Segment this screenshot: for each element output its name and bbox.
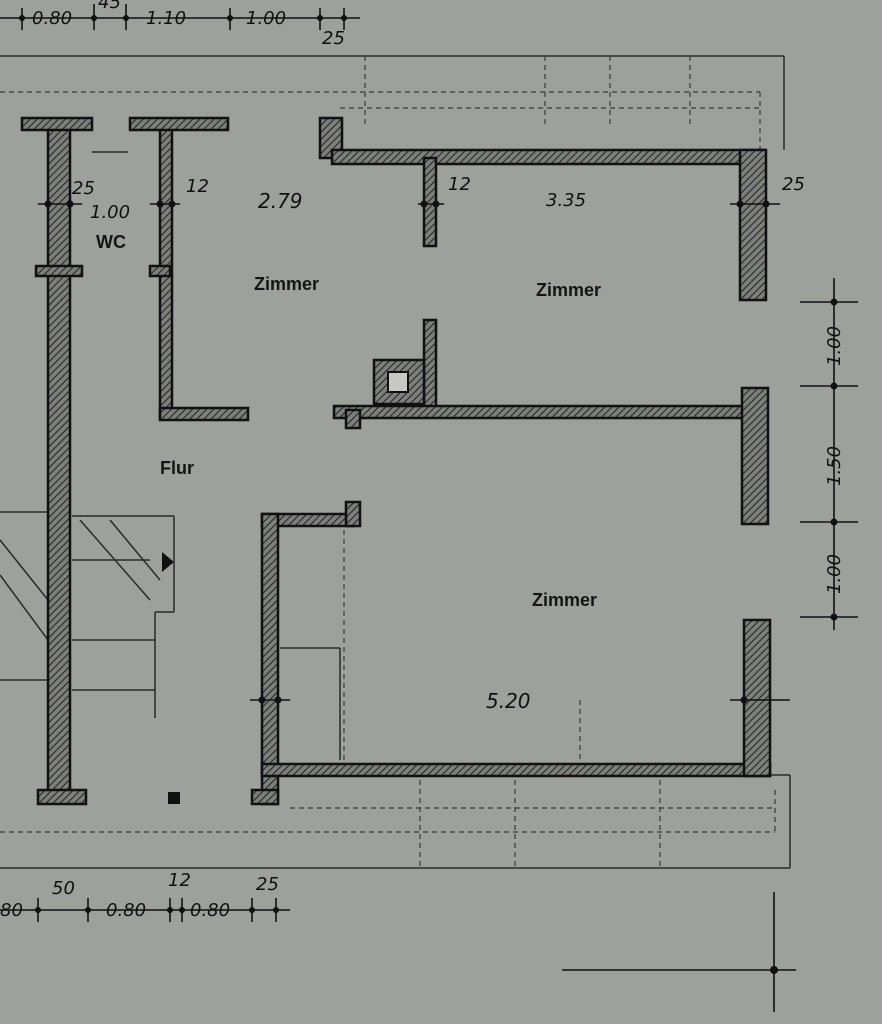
roof-outline-top	[0, 55, 785, 150]
wall-left-cap-top	[20, 116, 94, 132]
room-label-wc: WC	[96, 232, 126, 252]
wall-right-lower	[742, 618, 772, 778]
wall-right-middle	[740, 386, 770, 526]
dim-room-279: 2.79	[258, 189, 303, 213]
wall-top	[330, 148, 766, 166]
stair-arrow-icon	[162, 552, 174, 572]
wall-wc-cap	[128, 116, 230, 132]
wall-middle	[332, 404, 746, 420]
dim-bottom-25: 25	[256, 874, 279, 895]
dim-top-25: 25	[322, 28, 345, 49]
room-label-zimmer-left: Zimmer	[254, 274, 319, 294]
dim-top-080: 0.80	[32, 8, 72, 29]
dimension-line-right	[800, 278, 858, 630]
dim-top-100: 1.00	[246, 8, 286, 29]
dimension-line-top	[0, 4, 360, 30]
reference-cross	[562, 892, 796, 1012]
column-marker	[168, 792, 180, 804]
dim-bottom-080-a: 0.80	[106, 900, 146, 921]
wall-lower-bottom	[260, 762, 772, 778]
wall-lower-top-end	[344, 500, 362, 528]
staircase	[0, 511, 175, 718]
wall-wc-bottom	[158, 406, 250, 422]
dim-wall-25-right: 25	[782, 174, 805, 195]
dim-wall-12-mid: 12	[448, 174, 471, 195]
dim-right-150: 1.50	[824, 446, 845, 486]
dim-room-335: 3.35	[546, 190, 586, 211]
wall-lower-foot	[250, 788, 280, 806]
dim-top-45: 45	[98, 0, 121, 13]
dim-bottom-80: 80	[0, 900, 23, 921]
wall-middle-stub	[344, 408, 362, 430]
dim-bottom-50: 50	[52, 878, 75, 899]
faint-lines	[92, 151, 581, 760]
dim-right-100-top: 1.00	[824, 326, 845, 366]
dim-bottom-12: 12	[168, 870, 191, 891]
walls	[20, 116, 772, 806]
wall-left-notch	[34, 264, 84, 278]
wall-wc-notch	[148, 264, 172, 278]
dim-top-110: 1.10	[146, 8, 186, 29]
dim-wc-100: 1.00	[90, 202, 130, 223]
room-label-flur: Flur	[160, 458, 194, 478]
wall-right-top	[738, 148, 768, 302]
wall-left-outer	[46, 126, 72, 802]
roof-outline-bottom	[0, 774, 791, 869]
dim-room-520: 5.20	[486, 689, 531, 713]
room-label-zimmer-right: Zimmer	[536, 280, 601, 300]
thickness-marks	[38, 200, 790, 704]
room-label-zimmer-bottom: Zimmer	[532, 590, 597, 610]
wall-lower-left	[260, 512, 280, 806]
wall-left-cap-bottom	[36, 788, 88, 806]
dim-right-100-bottom: 1.00	[824, 554, 845, 594]
wall-partition-chimney	[422, 318, 438, 414]
chimney-flue	[387, 371, 409, 393]
dim-bottom-080-b: 0.80	[190, 900, 230, 921]
dimension-line-bottom	[0, 898, 290, 922]
dim-wall-12-left: 12	[186, 176, 209, 197]
dim-wall-25-left: 25	[72, 178, 95, 199]
